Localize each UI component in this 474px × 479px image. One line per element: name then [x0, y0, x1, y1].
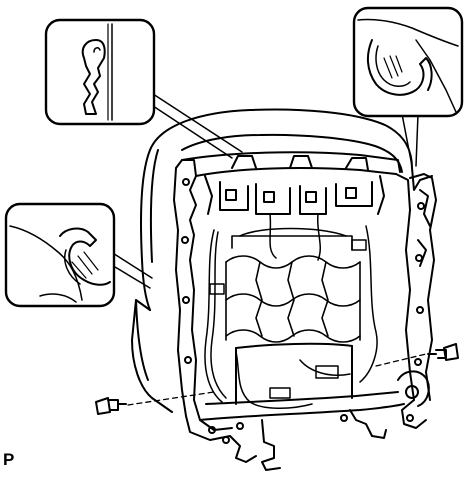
- frame-bottom: [200, 344, 404, 470]
- frame-top-bar: [182, 152, 400, 214]
- figure-code: P: [3, 450, 15, 469]
- wire-spring-mat: [226, 229, 360, 343]
- bolt-left: [96, 392, 214, 414]
- callout-hook-clip-right: [354, 8, 462, 166]
- frame-left-rail: [174, 160, 256, 462]
- callout-clip-profile: [46, 20, 242, 158]
- callout-hook-clip-left: [6, 204, 152, 306]
- bolt-right: [376, 344, 458, 366]
- frame-right-rail: [396, 174, 436, 428]
